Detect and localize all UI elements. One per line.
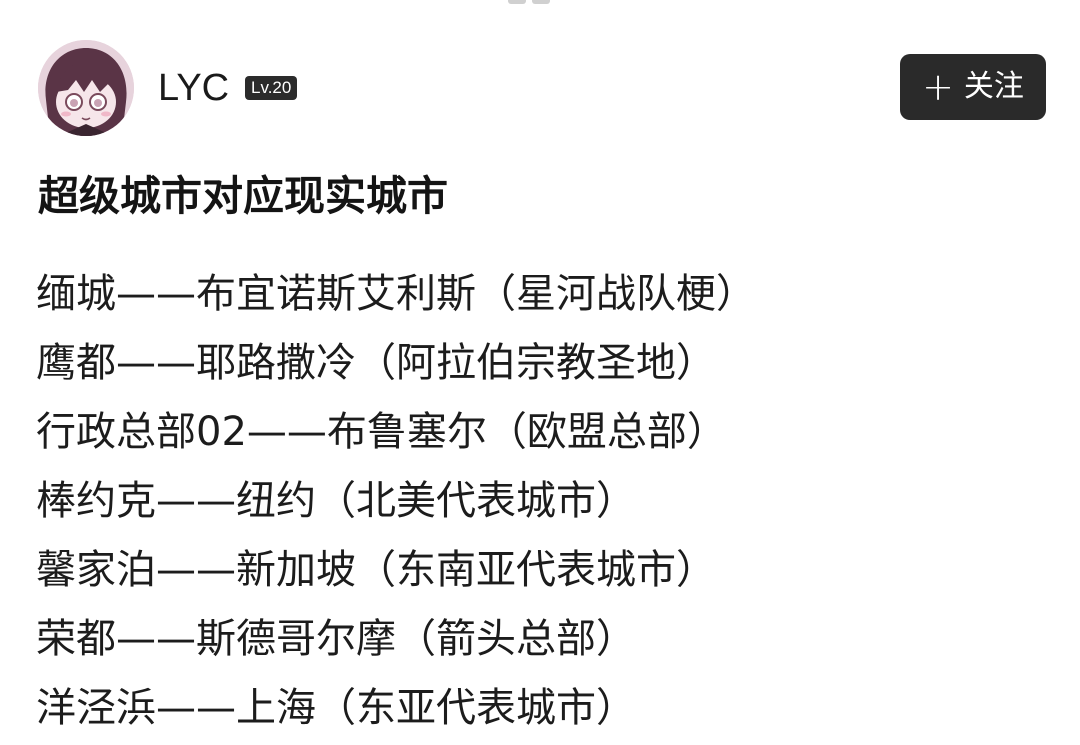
post-line: 鹰都——耶路撒冷（阿拉伯宗教圣地） bbox=[36, 340, 716, 386]
level-badge: Lv.20 bbox=[245, 76, 298, 100]
post-title: 超级城市对应现实城市 bbox=[38, 172, 448, 220]
anime-girl-avatar-icon bbox=[38, 40, 134, 136]
plus-icon: + bbox=[922, 65, 954, 109]
post-line: 缅城——布宜诺斯艾利斯（星河战队梗） bbox=[36, 271, 756, 317]
post-header: LYC Lv.20 + 关注 bbox=[38, 40, 1046, 136]
avatar[interactable] bbox=[38, 40, 134, 136]
top-drag-indicator bbox=[508, 0, 572, 4]
post-line: 荣都——斯德哥尔摩（箭头总部） bbox=[36, 616, 636, 662]
post-line: 棒约克——纽约（北美代表城市） bbox=[36, 478, 636, 524]
indicator-dot bbox=[508, 0, 526, 4]
indicator-dot bbox=[532, 0, 550, 4]
post-line: 馨家泊——新加坡（东南亚代表城市） bbox=[36, 547, 716, 593]
post-body: 缅城——布宜诺斯艾利斯（星河战队梗） 鹰都——耶路撒冷（阿拉伯宗教圣地） 行政总… bbox=[36, 260, 1060, 743]
username[interactable]: LYC bbox=[158, 67, 230, 109]
post-line: 行政总部02——布鲁塞尔（欧盟总部） bbox=[36, 409, 727, 455]
post-line: 洋泾浜——上海（东亚代表城市） bbox=[36, 685, 636, 731]
follow-button-label: 关注 bbox=[963, 69, 1024, 104]
follow-button[interactable]: + 关注 bbox=[900, 54, 1046, 120]
